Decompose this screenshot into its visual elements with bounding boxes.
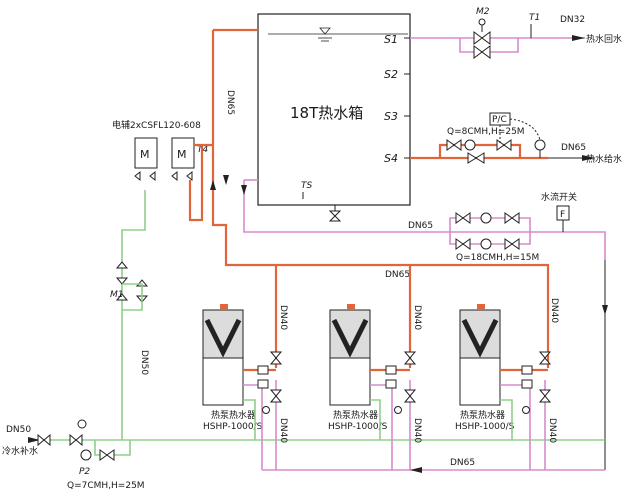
up-arrow-1 [223, 175, 229, 185]
pc-gauge-link [509, 118, 541, 141]
unit-2-name: 热泵热水器 [333, 409, 378, 421]
heat-pump-unit-3 [459, 304, 501, 406]
dn50-inlet: DN50 [6, 425, 31, 435]
unit-3-model: HSHP-1000/S [455, 422, 515, 432]
ts-sensor-label: TS [301, 181, 312, 191]
circ-arrow-down [241, 185, 247, 195]
p2-spec: Q=7CMH,H=25M [67, 481, 145, 491]
p2-tag: P2 [79, 467, 90, 477]
circ-pump-spec: Q=18CMH,H=15M [456, 253, 539, 263]
inlet-arrow [28, 437, 40, 443]
unit-3-piping [500, 351, 552, 470]
pressure-gauge-icon [534, 139, 546, 151]
p2-pump [80, 449, 115, 461]
dn40-2: DN40 [412, 305, 422, 330]
m2-tag: M2 [476, 7, 490, 17]
water-tank [257, 13, 411, 206]
unit-1-name: 热泵热水器 [211, 409, 256, 421]
supply-arrow [582, 155, 595, 161]
t1-tag: T1 [529, 13, 540, 23]
supply-valves [446, 139, 512, 164]
unit-1-model: HSHP-1000/S [203, 422, 263, 432]
circ-dn65-label: DN65 [408, 221, 433, 231]
cold-supply-vertical [121, 190, 146, 440]
unit-2-model: HSHP-1000/S [328, 422, 388, 432]
heater-feed-pipe [188, 145, 204, 222]
circ-pump-valves [455, 212, 520, 250]
flow-switch-label: 水流开关 [541, 191, 577, 203]
heater-1-m: M [140, 148, 150, 161]
m2-valve [473, 18, 491, 59]
nozzle-s3: S3 [384, 110, 398, 123]
nozzle-s1: S1 [384, 33, 398, 46]
circulation-return-pipe [243, 180, 606, 260]
flow-switch-f: F [560, 210, 565, 220]
tank-drain-valve [328, 205, 342, 222]
m1-bypass [122, 283, 143, 311]
dn40-1: DN40 [278, 305, 288, 330]
nozzle-stubs [404, 37, 410, 159]
hot-return-label: 热水回水 [586, 33, 622, 45]
inlet-valves [37, 419, 87, 447]
dn40-5: DN40 [412, 418, 422, 443]
hot-supply-label: 热水给水 [586, 153, 622, 165]
dn40-3: DN40 [549, 298, 559, 323]
heater-2 [171, 137, 195, 169]
dn32-label: DN32 [560, 15, 585, 25]
dn40-4: DN40 [278, 418, 288, 443]
m1-valves [115, 261, 149, 303]
cold-inlet-label: 冷水补水 [2, 445, 38, 457]
bottom-arrow [410, 467, 422, 473]
bottom-dn65: DN65 [450, 458, 475, 468]
supply-pump-spec: Q=8CMH,H=25M [447, 127, 525, 137]
dn40-6: DN40 [547, 418, 557, 443]
supply-dn65-label: DN65 [561, 143, 586, 153]
unit-3-name: 热泵热水器 [460, 409, 505, 421]
nozzle-s2: S2 [384, 68, 398, 81]
supply-pump-loop [438, 143, 522, 158]
unit-2-piping [370, 351, 417, 470]
t4-tag: T4 [197, 145, 208, 155]
nozzle-s4: S4 [384, 152, 398, 165]
heater-2-m: M [177, 148, 187, 161]
unit-1-piping [243, 351, 283, 470]
water-level-icon [318, 27, 332, 42]
hot-feed-dn65: DN65 [225, 90, 235, 115]
hot-feed-pipe [211, 30, 550, 310]
pc-label: P/C [492, 115, 507, 125]
heat-pump-unit-2 [329, 304, 371, 406]
dn50-vertical: DN50 [139, 350, 149, 375]
heater-label: 电辅2xCSFL120-608 [112, 119, 201, 131]
return-arrow [572, 35, 585, 41]
tank-label: 18T热水箱 [290, 104, 363, 122]
heater-1 [134, 137, 158, 169]
up-arrow-2 [210, 180, 216, 190]
heater-valves [134, 170, 193, 182]
down-arrow [602, 305, 608, 315]
m1-tag: M1 [110, 290, 124, 300]
heat-pump-unit-1 [202, 304, 244, 406]
main-dn65-label: DN65 [385, 270, 410, 280]
